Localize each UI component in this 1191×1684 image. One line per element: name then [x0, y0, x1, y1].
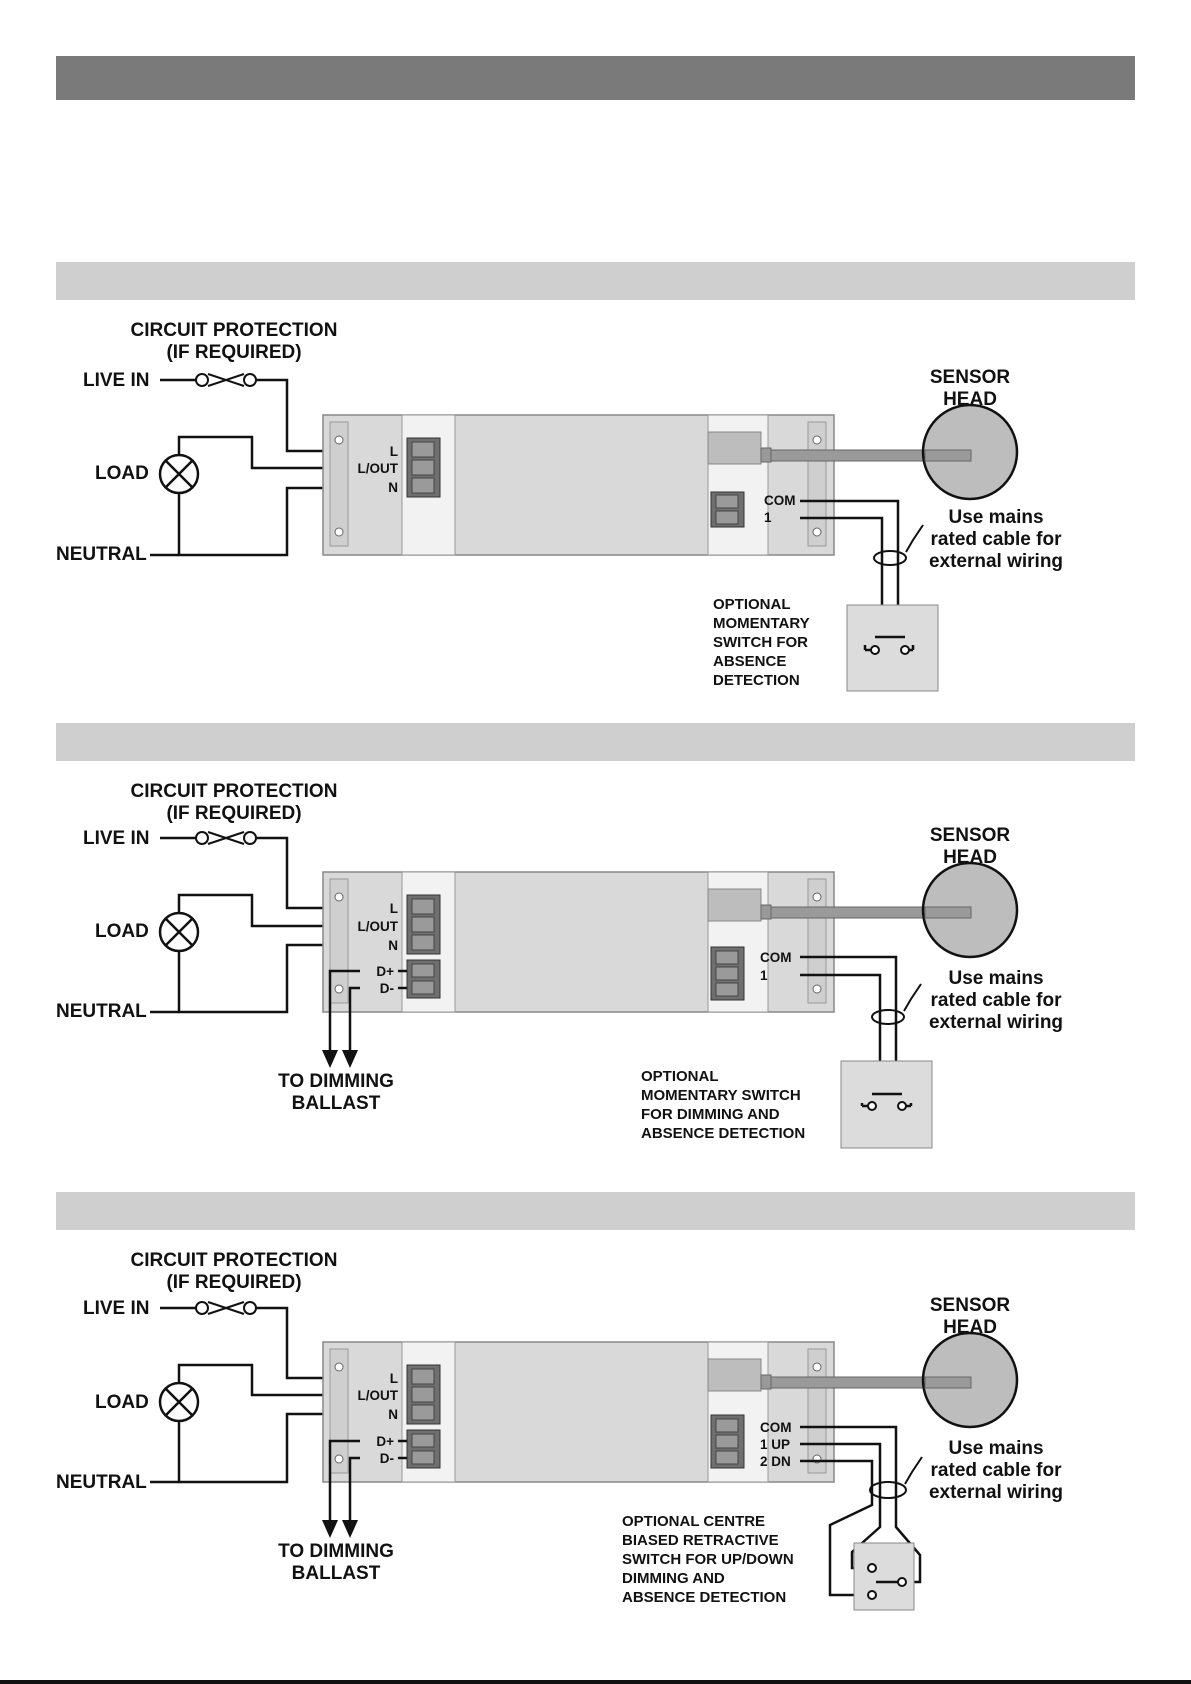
switch-note-line-1: OPTIONAL: [713, 596, 791, 613]
circuit-protection-label: CIRCUIT PROTECTION: [131, 1250, 338, 1271]
terminal-lout-label: L/OUT: [358, 1388, 399, 1403]
circuit-protection-sublabel: (IF REQUIRED): [166, 1272, 301, 1293]
terminal-1up-label: 1 UP: [760, 1437, 790, 1452]
cable-note-line-3: external wiring: [929, 1012, 1063, 1033]
sensor-head-label: SENSOR: [930, 825, 1011, 846]
sensor-head-label: SENSOR: [930, 367, 1011, 388]
dim-terminal-block: [406, 959, 441, 999]
terminal-l-label: L: [390, 1371, 398, 1386]
switch-note-line-5: ABSENCE DETECTION: [622, 1589, 786, 1606]
terminal-n-label: N: [388, 938, 398, 953]
neutral-label: NEUTRAL: [56, 1472, 147, 1493]
controller-unit: [322, 414, 835, 556]
switch-terminal-block: [710, 491, 745, 528]
cable-note-line-3: external wiring: [929, 1482, 1063, 1503]
switch-note-line-2: MOMENTARY: [713, 615, 810, 632]
momentary-switch: [840, 1060, 933, 1149]
terminal-l-label: L: [390, 444, 398, 459]
dimming-ballast-label: TO DIMMING: [278, 1071, 394, 1092]
cable-note-line-2: rated cable for: [931, 990, 1063, 1011]
cable-note-line-1: Use mains: [948, 1438, 1043, 1459]
switch-note-line-3: SWITCH FOR UP/DOWN: [622, 1551, 794, 1568]
switch-note-line-4: ABSENCE: [713, 653, 786, 670]
dimming-ballast-label: TO DIMMING: [278, 1541, 394, 1562]
dimming-ballast-sublabel: BALLAST: [292, 1563, 381, 1584]
section-bar-2: [56, 723, 1135, 761]
switch-note-line-2: BIASED RETRACTIVE: [622, 1532, 779, 1549]
circuit-protection-sublabel: (IF REQUIRED): [166, 803, 301, 824]
wiring-diagram-1: CIRCUIT PROTECTION (IF REQUIRED) LIVE IN…: [56, 320, 1063, 692]
switch-note-line-1: OPTIONAL CENTRE: [622, 1513, 765, 1530]
switch-note-line-4: ABSENCE DETECTION: [641, 1125, 805, 1142]
cable-note-line-3: external wiring: [929, 551, 1063, 572]
dimming-ballast-sublabel: BALLAST: [292, 1093, 381, 1114]
terminal-com-label: COM: [760, 1420, 792, 1435]
lamp-icon: [158, 453, 200, 495]
load-label: LOAD: [95, 463, 149, 484]
header-bar: [56, 56, 1135, 100]
terminal-1-label: 1: [764, 510, 772, 525]
sensor-head-sublabel: HEAD: [943, 389, 997, 410]
sensor-head-sublabel: HEAD: [943, 1317, 997, 1338]
retractive-switch: [853, 1542, 915, 1611]
neutral-label: NEUTRAL: [56, 544, 147, 565]
fuse-icon: [195, 1301, 257, 1315]
lamp-icon: [158, 911, 200, 953]
controller-unit: [322, 1341, 835, 1483]
cable-note-line-2: rated cable for: [931, 529, 1063, 550]
switch-note-line-3: SWITCH FOR: [713, 634, 808, 651]
sensor-head-sublabel: HEAD: [943, 847, 997, 868]
cable-note-line-2: rated cable for: [931, 1460, 1063, 1481]
momentary-switch: [846, 604, 939, 692]
wiring-diagram-3: CIRCUIT PROTECTION (IF REQUIRED) LIVE IN…: [56, 1250, 1063, 1611]
terminal-dplus-label: D+: [376, 964, 394, 979]
terminal-dplus-label: D+: [376, 1434, 394, 1449]
terminal-dminus-label: D-: [380, 981, 394, 996]
terminal-lout-label: L/OUT: [358, 919, 399, 934]
terminal-lout-label: L/OUT: [358, 461, 399, 476]
fuse-icon: [195, 831, 257, 845]
power-terminal-block: [406, 894, 441, 955]
terminal-1-label: 1: [760, 968, 768, 983]
bottom-rule: [0, 1680, 1191, 1684]
section-bar-1: [56, 262, 1135, 300]
live-in-label: LIVE IN: [83, 1298, 150, 1319]
power-terminal-block: [406, 1364, 441, 1425]
switch-note-line-2: MOMENTARY SWITCH: [641, 1087, 801, 1104]
power-terminal-block: [406, 437, 441, 498]
cable-note-line-1: Use mains: [948, 507, 1043, 528]
circuit-protection-label: CIRCUIT PROTECTION: [131, 781, 338, 802]
terminal-com-label: COM: [760, 950, 792, 965]
load-label: LOAD: [95, 921, 149, 942]
terminal-n-label: N: [388, 480, 398, 495]
terminal-dminus-label: D-: [380, 1451, 394, 1466]
lamp-icon: [158, 1381, 200, 1423]
arrow-icon: [322, 1050, 358, 1068]
switch-note-line-4: DIMMING AND: [622, 1570, 725, 1587]
circuit-protection-sublabel: (IF REQUIRED): [166, 342, 301, 363]
live-in-label: LIVE IN: [83, 370, 150, 391]
fuse-icon: [195, 373, 257, 387]
live-in-label: LIVE IN: [83, 828, 150, 849]
cable-note-line-1: Use mains: [948, 968, 1043, 989]
switch-note-line-1: OPTIONAL: [641, 1068, 719, 1085]
load-label: LOAD: [95, 1392, 149, 1413]
terminal-2dn-label: 2 DN: [760, 1454, 791, 1469]
switch-terminal-block: [710, 1414, 745, 1469]
dim-terminal-block: [406, 1429, 441, 1469]
switch-note-line-5: DETECTION: [713, 672, 800, 689]
sensor-head-label: SENSOR: [930, 1295, 1011, 1316]
section-bar-3: [56, 1192, 1135, 1230]
switch-terminal-block: [710, 946, 745, 1001]
terminal-n-label: N: [388, 1407, 398, 1422]
switch-note-line-3: FOR DIMMING AND: [641, 1106, 780, 1123]
neutral-label: NEUTRAL: [56, 1001, 147, 1022]
circuit-protection-label: CIRCUIT PROTECTION: [131, 320, 338, 341]
wiring-diagram-2: CIRCUIT PROTECTION (IF REQUIRED) LIVE IN…: [56, 781, 1063, 1149]
terminal-l-label: L: [390, 901, 398, 916]
controller-unit: [322, 871, 835, 1013]
terminal-com-label: COM: [764, 493, 796, 508]
arrow-icon: [322, 1520, 358, 1538]
